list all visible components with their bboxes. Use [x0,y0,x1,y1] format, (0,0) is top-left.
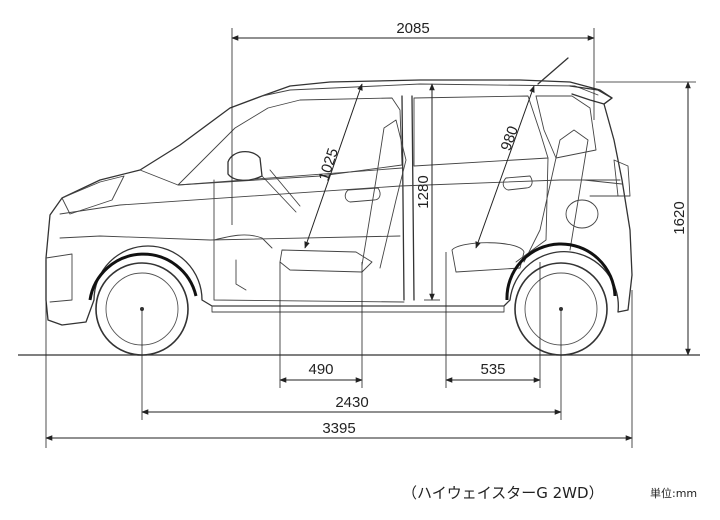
car-side-view [45,57,633,356]
dim-label-980: 980 [498,124,523,153]
dim-label-2085: 2085 [396,20,429,37]
rear-door-window [413,95,549,167]
dim-front-seat: 490 [279,262,363,388]
rear-seat [451,129,589,273]
headlight [61,175,125,215]
dim-rear-headroom: 980 [475,85,535,249]
dim-overall-length: 3395 [45,260,633,448]
dim-label-490: 490 [308,361,333,378]
dim-label-3395: 3395 [322,420,355,437]
front-door-window [177,97,403,186]
front-door-handle [344,187,381,203]
roof-line [261,83,599,97]
side-sill [211,305,505,313]
dim-overall-height: 1620 [596,81,696,356]
side-mirror [227,151,263,181]
b-pillar [401,95,415,301]
dim-label-1620: 1620 [671,201,688,234]
dim-front-headroom: 1025 [304,83,363,249]
dim-wheelbase: 2430 [141,309,562,420]
dim-label-2430: 2430 [335,394,368,411]
dim-rear-seat: 535 [445,252,541,388]
rear-lamp [613,159,631,197]
body-crease [59,179,621,215]
unit-label: 単位:mm [650,487,698,500]
rear-door-handle [502,175,533,191]
steering-wheel [261,169,301,213]
front-wheel [88,252,198,356]
dim-label-535: 535 [480,361,505,378]
model-caption: （ハイウェイスターG 2WD） [402,484,604,502]
dim-interior-height: 1280 [415,83,440,301]
dim-label-1280: 1280 [415,175,432,208]
car-body-outline [45,79,633,326]
quarter-window [535,95,597,159]
dim-label-1025: 1025 [315,146,341,183]
rear-spoiler [569,85,613,105]
antenna [537,57,569,85]
fuel-lid [565,199,599,229]
dim-interior-length: 2085 [231,20,595,225]
front-seat [279,119,407,273]
